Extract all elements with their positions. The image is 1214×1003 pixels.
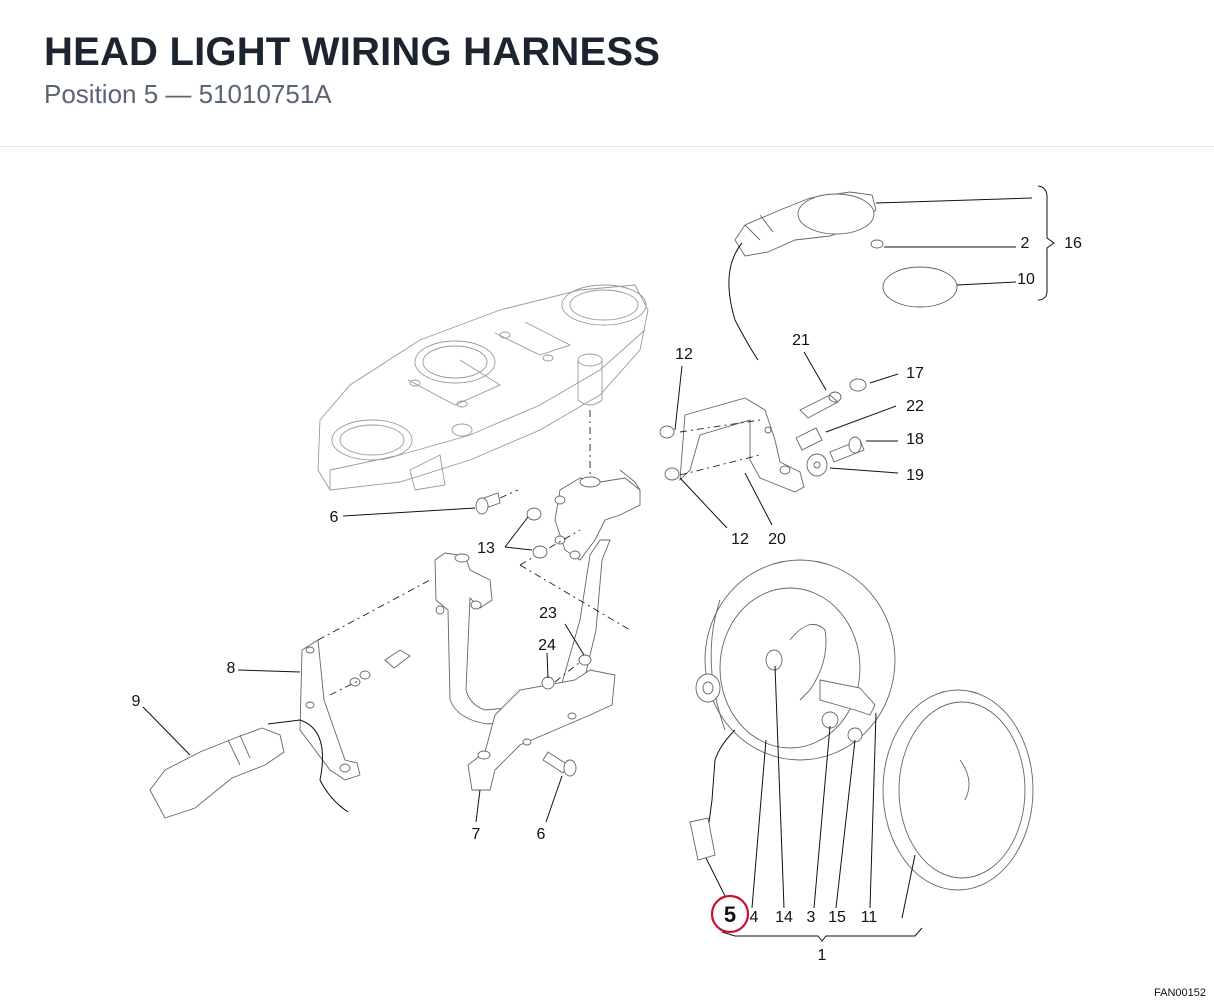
small-parts-right xyxy=(795,378,867,477)
callout-15: 15 xyxy=(828,909,846,926)
page-title: HEAD LIGHT WIRING HARNESS xyxy=(44,30,661,74)
bracket-20 xyxy=(679,397,805,493)
bracket-7 xyxy=(434,469,641,791)
fasteners-upper xyxy=(475,425,680,559)
leader-lines xyxy=(142,185,1055,942)
callout-9: 9 xyxy=(132,693,141,710)
callout-22: 22 xyxy=(906,398,924,415)
callout-18: 18 xyxy=(906,431,924,448)
highlighted-callout-5[interactable]: 5 xyxy=(710,894,750,934)
callout-21: 21 xyxy=(792,332,810,349)
callout-14: 14 xyxy=(775,909,793,926)
fasteners-lower xyxy=(541,654,592,777)
callout-11: 11 xyxy=(861,909,878,926)
headlight-assembly xyxy=(689,559,1034,891)
callout-20: 20 xyxy=(768,531,786,548)
callout-12-upper: 12 xyxy=(675,346,693,363)
callout-labels: 1 2 3 4 6 6 7 8 9 10 11 12 12 13 14 15 1… xyxy=(132,235,1082,964)
callout-7: 7 xyxy=(472,826,481,843)
callout-23: 23 xyxy=(539,605,557,622)
callout-5: 5 xyxy=(724,902,736,927)
page-subtitle: Position 5 — 51010751A xyxy=(44,79,332,109)
callout-2: 2 xyxy=(1021,235,1030,252)
callout-24: 24 xyxy=(538,637,556,654)
callout-13: 13 xyxy=(477,540,495,557)
turn-signal-upper xyxy=(728,191,958,361)
callout-6-lower: 6 xyxy=(537,826,546,843)
callout-6-upper: 6 xyxy=(330,509,339,526)
callout-12-lower: 12 xyxy=(731,531,749,548)
triple-clamp-ghost xyxy=(317,284,649,491)
callout-4: 4 xyxy=(750,909,759,926)
turn-signal-lower xyxy=(149,719,349,819)
callout-19: 19 xyxy=(906,467,924,484)
bracket-8 xyxy=(299,579,431,781)
highlight-ring xyxy=(710,894,750,934)
callout-16: 16 xyxy=(1064,235,1082,252)
reference-code: FAN00152 xyxy=(1154,987,1206,999)
callout-10: 10 xyxy=(1017,271,1035,288)
callout-1: 1 xyxy=(818,947,827,964)
callout-8: 8 xyxy=(227,660,236,677)
callout-17: 17 xyxy=(906,365,924,382)
callout-3: 3 xyxy=(807,909,816,926)
header: HEAD LIGHT WIRING HARNESS Position 5 — 5… xyxy=(0,0,1214,147)
